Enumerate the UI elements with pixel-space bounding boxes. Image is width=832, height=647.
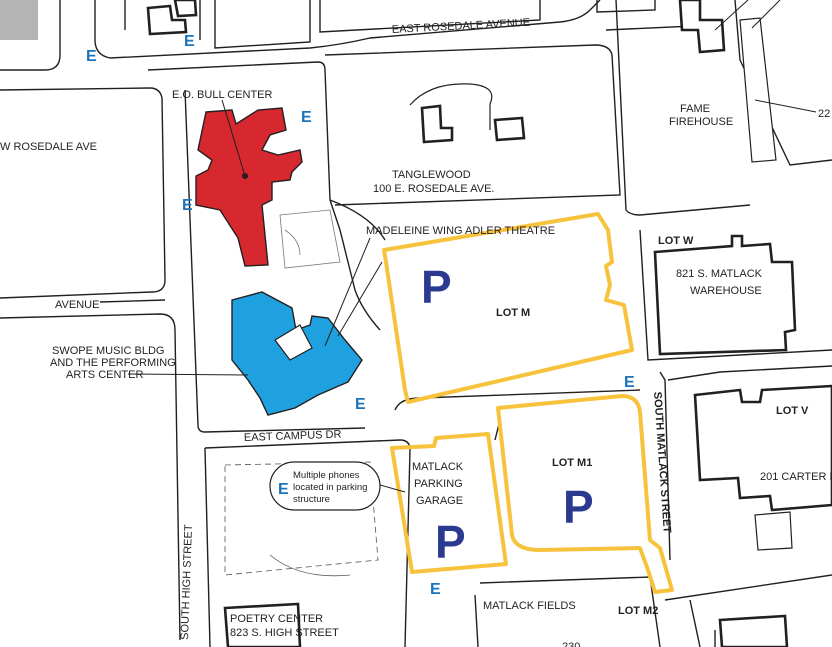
label-tanglewood-address: 100 E. ROSEDALE AVE. [373, 183, 494, 195]
carter-dr-wing [754, 511, 793, 551]
lot-m1-outline [496, 394, 674, 594]
carter-dr-building [693, 384, 832, 512]
fame-leader [754, 99, 817, 113]
label-poetry-address: 823 S. HIGH STREET [230, 627, 339, 639]
label-garage-line3: GARAGE [416, 495, 463, 507]
fame-firehouse-annex [739, 17, 777, 163]
top-right-leader-2 [751, 0, 781, 29]
emergency-phone-icon[interactable]: E [182, 197, 193, 214]
label-lot-w: LOT W [658, 235, 694, 247]
emergency-phone-icon[interactable]: E [355, 396, 366, 413]
swope-leader [127, 373, 249, 376]
label-fame: FAME [680, 103, 710, 115]
callout-line-3: structure [293, 494, 330, 505]
callout-pointer [379, 484, 406, 493]
small-buildings [146, 0, 832, 647]
fence-line [224, 461, 379, 576]
building-top-center [173, 0, 198, 18]
street-south-high-street: SOUTH HIGH STREET [179, 524, 195, 640]
callout-bubble [269, 461, 381, 511]
label-madeleine-theatre: MADELEINE WING ADLER THEATRE [366, 225, 555, 237]
madeleine-leader-2 [337, 261, 383, 337]
street-w-rosedale-ave: W ROSEDALE AVE [0, 141, 97, 153]
street-east-campus-dr: EAST CAMPUS DR [244, 429, 342, 444]
gray-building-block [0, 0, 38, 40]
bottom-right-building [718, 614, 789, 647]
emergency-phone-icon[interactable]: E [624, 374, 635, 391]
label-warehouse: WAREHOUSE [690, 285, 762, 297]
label-carter-dr: 201 CARTER DR [760, 471, 832, 483]
building-top-left [146, 4, 188, 36]
eo-bull-center-building [195, 107, 303, 267]
tanglewood-building [420, 104, 454, 144]
emergency-phone-icon[interactable]: E [86, 48, 97, 65]
lot-m-parking-icon: P [421, 261, 452, 313]
label-lot-m1: LOT M1 [552, 457, 592, 469]
matlack-garage-outline [390, 432, 508, 574]
tanglewood-annex [493, 116, 526, 142]
callout-line-2: located in parking [293, 482, 367, 493]
tanglewood-drive [409, 83, 493, 130]
eo-bull-center-leader [221, 99, 246, 177]
matlack-warehouse [653, 234, 797, 356]
street-avenue: AVENUE [55, 299, 99, 311]
lot-curb-inner [284, 229, 301, 256]
fame-firehouse-building [678, 0, 726, 54]
callout-emergency-icon: E [278, 481, 289, 498]
garage-parking-icon: P [435, 516, 466, 568]
label-garage-line1: MATLACK [412, 461, 464, 473]
label-poetry-center: POETRY CENTER [230, 613, 323, 625]
street-south-matlack-street: SOUTH MATLACK STREET [651, 391, 673, 533]
label-lot-m: LOT M [496, 307, 530, 319]
label-lot-m2: LOT M2 [618, 605, 658, 617]
callout-line-1: Multiple phones [293, 470, 360, 481]
label-swope-line2: AND THE PERFORMING [50, 357, 176, 369]
label-swope-line3: ARTS CENTER [66, 369, 143, 381]
label-eo-bull-center: E.O. BULL CENTER [172, 89, 273, 101]
emergency-phone-icon[interactable]: E [184, 33, 195, 50]
emergency-phone-icon[interactable]: E [301, 109, 312, 126]
label-garage-line2: PARKING [414, 478, 463, 490]
street-east-rosedale-avenue: EAST ROSEDALE AVENUE [392, 17, 531, 36]
label-fame-number: 22 [818, 108, 830, 120]
poetry-center-building [223, 602, 302, 647]
label-partial-number: 230 [562, 641, 580, 647]
lot-m1-parking-icon: P [563, 481, 594, 533]
label-lot-v: LOT V [776, 405, 809, 417]
emergency-phone-icon[interactable]: E [430, 581, 441, 598]
phones-callout: E Multiple phones located in parking str… [269, 461, 406, 511]
label-tanglewood: TANGLEWOOD [392, 169, 471, 181]
madeleine-leader [324, 237, 371, 347]
label-firehouse: FIREHOUSE [669, 116, 733, 128]
path-curve [269, 554, 351, 577]
madeleine-theatre-building [274, 324, 313, 361]
label-warehouse-address: 821 S. MATLACK [676, 268, 763, 280]
top-right-leader-1 [714, 0, 749, 31]
lot-m-outline [382, 212, 634, 404]
lot-curb [279, 209, 341, 269]
label-matlack-fields: MATLACK FIELDS [483, 600, 576, 612]
label-swope-line1: SWOPE MUSIC BLDG [52, 345, 164, 357]
